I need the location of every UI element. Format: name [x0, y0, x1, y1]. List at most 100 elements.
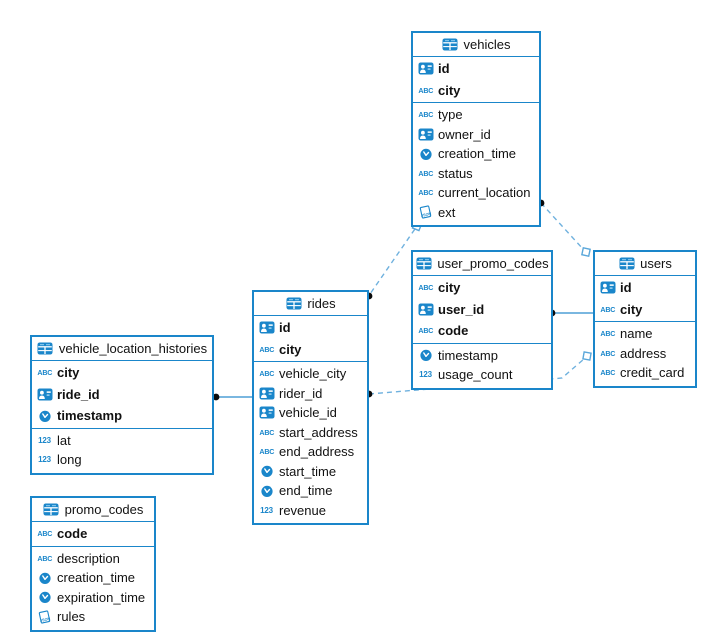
column-name: long: [57, 452, 82, 468]
text-icon: ABC: [37, 529, 52, 539]
column-name: creation_time: [438, 146, 517, 162]
table-header[interactable]: promo_codes: [32, 498, 154, 522]
table-title: users: [640, 256, 672, 271]
id-icon: [36, 388, 53, 401]
column-name: address: [620, 345, 667, 361]
table-header[interactable]: vehicle_location_histories: [32, 337, 212, 361]
text-icon: ABC: [600, 329, 615, 339]
column-name: status: [438, 165, 473, 181]
column-expiration_time[interactable]: expiration_time: [32, 588, 154, 608]
clock-icon: [36, 408, 53, 423]
column-name: timestamp: [438, 347, 498, 363]
column-creation_time[interactable]: creation_time: [413, 144, 539, 164]
column-vehicle_id[interactable]: vehicle_id: [254, 403, 367, 423]
text-icon: ABC: [418, 188, 433, 198]
relationship-square-marker: [581, 247, 591, 257]
column-name: ext: [438, 204, 456, 220]
table-title: vehicle_location_histories: [58, 341, 208, 356]
clock-icon: [417, 146, 434, 161]
column-start_time[interactable]: start_time: [254, 462, 367, 482]
column-end_time[interactable]: end_time: [254, 481, 367, 501]
column-timestamp[interactable]: timestamp: [32, 405, 212, 427]
column-ride_id[interactable]: ride_id: [32, 384, 212, 406]
column-name: start_address: [279, 424, 358, 440]
table-title: rides: [307, 296, 336, 311]
table-header[interactable]: rides: [254, 292, 367, 316]
text-icon: ABC: [418, 283, 433, 293]
table-icon: [618, 257, 635, 270]
column-ext[interactable]: JSON ext: [413, 203, 539, 223]
relationship-vehicles-rides[interactable]: [369, 221, 418, 295]
column-name: id: [279, 320, 291, 336]
json-icon: JSON: [36, 610, 53, 624]
column-name: name: [620, 326, 653, 342]
column-id[interactable]: id: [254, 317, 367, 339]
text-icon: ABC: [259, 369, 274, 379]
column-name: vehicle_id: [279, 405, 337, 421]
text-icon: ABC: [418, 110, 433, 120]
id-icon: [258, 321, 275, 334]
column-owner_id[interactable]: owner_id: [413, 125, 539, 145]
relationship-dot-marker: [212, 393, 220, 401]
column-city[interactable]: ABC city: [413, 277, 551, 299]
column-rider_id[interactable]: rider_id: [254, 384, 367, 404]
column-name: city: [438, 280, 461, 296]
json-icon: JSON: [417, 205, 434, 219]
column-name: id: [438, 61, 450, 77]
clock-icon: [258, 464, 275, 478]
id-icon: [417, 62, 434, 75]
column-id[interactable]: id: [413, 58, 539, 80]
column-name[interactable]: ABC name: [595, 324, 695, 344]
column-name: end_time: [279, 483, 333, 499]
relationship-vehicles-users[interactable]: [540, 202, 584, 250]
table-header[interactable]: vehicles: [413, 33, 539, 57]
column-name: ride_id: [57, 386, 100, 402]
column-user_id[interactable]: user_id: [413, 299, 551, 321]
column-id[interactable]: id: [595, 277, 695, 299]
table-header[interactable]: users: [595, 252, 695, 276]
number-icon: 123: [38, 435, 51, 445]
table-title: vehicles: [463, 37, 511, 52]
column-name: owner_id: [438, 126, 491, 142]
column-timestamp[interactable]: timestamp: [413, 346, 551, 366]
text-icon: ABC: [600, 368, 615, 378]
column-creation_time[interactable]: creation_time: [32, 568, 154, 588]
text-icon: ABC: [418, 85, 433, 95]
table-header[interactable]: user_promo_codes: [413, 252, 551, 276]
text-icon: ABC: [259, 344, 274, 354]
